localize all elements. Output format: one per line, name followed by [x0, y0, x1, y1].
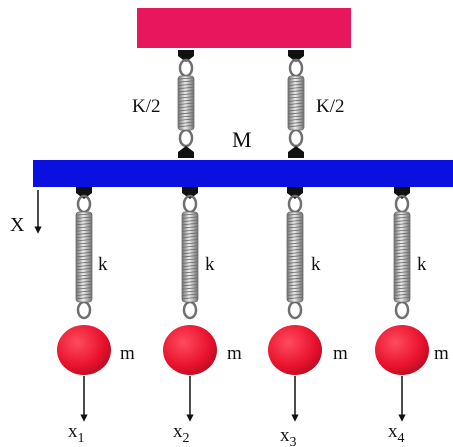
upper-spring-right: [287, 50, 305, 158]
lower-spring-4-top-connector: [394, 187, 410, 199]
lower-spring-1-bottom-hook: [76, 300, 92, 320]
spring-k-label-3: k: [311, 254, 321, 275]
mass-m-label-3: m: [333, 343, 348, 364]
spring-k-label-2: k: [205, 254, 215, 275]
bar-mass-label: M: [232, 127, 252, 152]
upper-spring-left-top-connector: [178, 50, 194, 62]
upper-spring-right-top-hook: [288, 58, 304, 78]
spring-k-label-4: k: [417, 254, 427, 275]
lower-oscillators: [57, 187, 429, 422]
mass-ball-2: [163, 325, 217, 375]
lower-spring-3-top-connector: [287, 187, 303, 199]
lower-spring-1-top-connector: [76, 187, 92, 199]
ceiling-support: [137, 8, 351, 48]
lower-spring-2-bottom-hook: [182, 300, 198, 320]
mass-m-label-4: m: [434, 343, 449, 364]
upper-spring-left-bottom-connector: [178, 146, 194, 158]
mass-ball-1: [57, 325, 111, 375]
displacement-x4-label: x4: [388, 421, 405, 446]
displacement-x1-label: x1: [68, 421, 85, 446]
displacement-x2-label: x2: [173, 421, 190, 446]
mass-m-label-1: m: [120, 343, 135, 364]
upper-spring-left-top-hook: [178, 58, 194, 78]
lower-spring-3-bottom-hook: [287, 300, 303, 320]
rigid-bar: [33, 160, 453, 187]
spring-k-label-1: k: [98, 254, 108, 275]
upper-spring-right-top-connector: [288, 50, 304, 62]
mass-ball-3: [268, 325, 322, 375]
upper-spring-left-label: K/2: [132, 96, 161, 117]
lower-spring-4-bottom-hook: [394, 300, 410, 320]
mass-m-label-2: m: [227, 343, 242, 364]
displacement-x3-label: x3: [280, 425, 297, 447]
mass-ball-4: [375, 325, 429, 375]
upper-spring-left-bottom-hook: [178, 128, 194, 148]
upper-spring-right-bottom-hook: [288, 128, 304, 148]
bar-displacement-label: X: [10, 214, 25, 236]
upper-spring-right-bottom-connector: [288, 146, 304, 158]
lower-spring-2-top-connector: [182, 187, 198, 199]
upper-spring-right-label: K/2: [316, 96, 345, 117]
upper-spring-left: [177, 50, 195, 158]
